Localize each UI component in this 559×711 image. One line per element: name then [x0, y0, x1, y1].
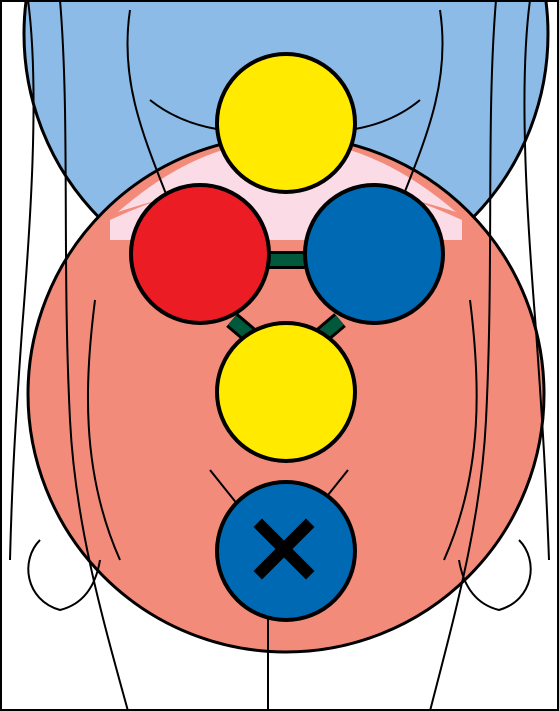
right-blue-circle — [305, 185, 443, 323]
top-yellow-circle — [217, 54, 355, 192]
center-yellow-circle — [217, 323, 355, 461]
left-red-circle — [131, 185, 269, 323]
